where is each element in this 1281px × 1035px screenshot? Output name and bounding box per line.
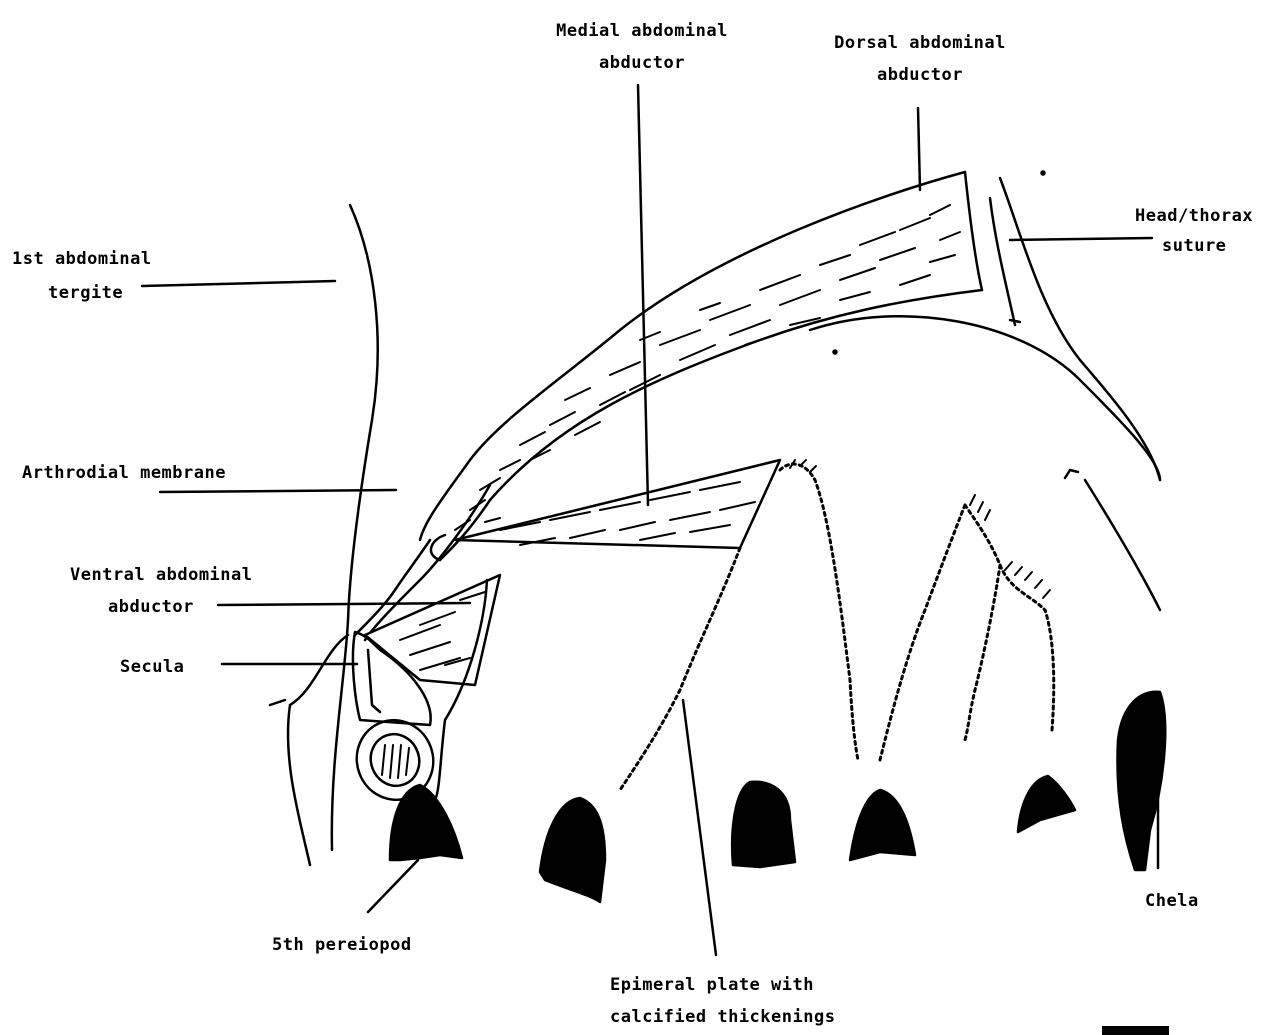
leader-medial-abductor: [638, 85, 648, 505]
right-small-hook: [1065, 470, 1078, 478]
label-secula: Secula: [120, 654, 184, 680]
medial-abdominal-abductor-muscle: [455, 460, 780, 548]
tergite-lower-outline: [288, 635, 348, 865]
pereiopod-stump-1: [1018, 776, 1075, 832]
pereiopod-stump-3: [732, 782, 795, 867]
label-ventral-abdominal-abductor: Ventral abdominal abductor: [70, 562, 253, 620]
label-fifth-pereiopod: 5th pereiopod: [272, 932, 412, 958]
dot-mark: [834, 351, 837, 354]
label-chela: Chela: [1145, 888, 1199, 914]
label-arthrodial-membrane: Arthrodial membrane: [22, 460, 226, 486]
dot-mark-2: [1042, 172, 1045, 175]
right-carapace-edge: [1085, 480, 1160, 610]
suture-line: [990, 198, 1015, 325]
fifth-pereiopod-stump: [390, 785, 462, 860]
pereiopod-stump-4: [540, 798, 605, 902]
leader-head-thorax: [1010, 238, 1152, 240]
label-head-thorax-suture: Head/thorax suture: [1135, 203, 1281, 259]
pereiopod-coxa-inner: [364, 727, 427, 792]
label-epimeral-plate: Epimeral plate with calcified thickening…: [610, 972, 835, 1030]
secula-inner: [368, 650, 380, 712]
suture-tick: [1010, 320, 1020, 322]
label-medial-abdominal-abductor: Medial abdominal abductor: [556, 18, 728, 76]
label-first-abdominal-tergite: 1st abdominal tergite: [12, 246, 152, 306]
label-dorsal-abdominal-abductor: Dorsal abdominal abductor: [834, 30, 1006, 88]
tergite-small-mark: [270, 700, 285, 705]
scale-bar: [1102, 1026, 1169, 1035]
pereiopod-stump-2: [850, 790, 915, 860]
coxa-hatching: [382, 745, 409, 778]
leader-fifth-pereiopod: [368, 860, 418, 912]
carapace-inner-curve: [810, 316, 1160, 480]
leader-tergite: [142, 281, 335, 286]
leader-dorsal-abductor: [918, 108, 920, 190]
leader-epimeral: [683, 700, 716, 955]
